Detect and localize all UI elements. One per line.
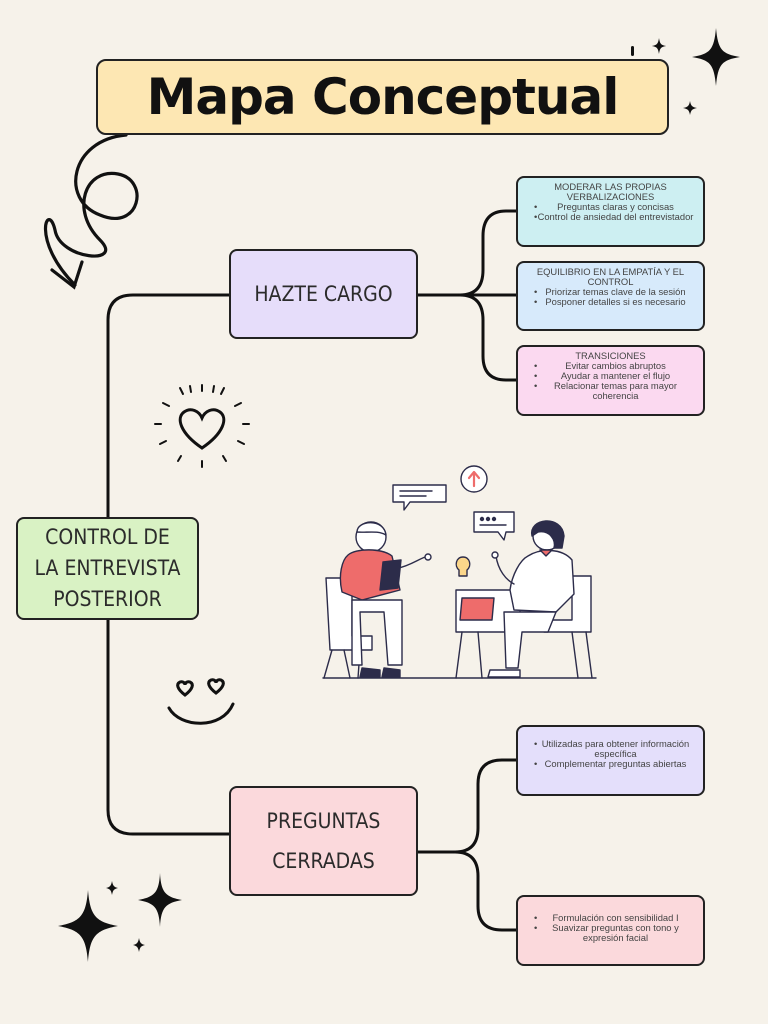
leaf-node[interactable]: TRANSICIONES Evitar cambios abruptos Ayu… [516, 345, 705, 416]
connector-leaf-1 [416, 209, 518, 297]
branch-node-hazte-cargo[interactable]: HAZTE CARGO [229, 249, 418, 339]
interview-illustration [322, 465, 597, 679]
list-item: Posponer detalles si es necesario [526, 297, 695, 308]
page-title: Mapa Conceptual [146, 68, 620, 126]
leaf-node[interactable]: Formulación con sensibilidad I Suavizar … [516, 895, 705, 966]
leaf-title: EQUILIBRIO EN LA EMPATÍA Y EL CONTROL [536, 266, 685, 287]
leaf-list: Formulación con sensibilidad I Suavizar … [526, 913, 695, 943]
branch-label: HAZTE CARGO [254, 282, 393, 306]
heart-icon [154, 384, 250, 468]
leaf-node[interactable]: MODERAR LAS PROPIAS VERBALIZACIONES Preg… [516, 176, 705, 247]
list-item: Priorizar temas clave de la sesión [526, 287, 695, 298]
leaf-list: Utilizadas para obtener información espe… [526, 739, 695, 770]
connector-leaf-5 [453, 850, 518, 932]
leaf-title: MODERAR LAS PROPIAS VERBALIZACIONES [554, 181, 667, 202]
list-item: Suavizar preguntas con tono y expresión … [526, 923, 695, 943]
list-item: Formulación con sensibilidad I [526, 913, 695, 924]
branch-node-preguntas-cerradas[interactable]: PREGUNTAS CERRADAS [229, 786, 418, 896]
leaf-list: Priorizar temas clave de la sesión Pospo… [526, 287, 695, 308]
leaf-list: Evitar cambios abruptos Ayudar a mantene… [526, 361, 695, 401]
list-item: Utilizadas para obtener información espe… [526, 739, 695, 759]
list-item: Evitar cambios abruptos [526, 361, 695, 372]
title-banner: Mapa Conceptual [96, 59, 669, 135]
list-item: Control de ansiedad del entrevistador [526, 212, 695, 223]
central-label: CONTROL DE LA ENTREVISTA POSTERIOR [34, 525, 181, 611]
curly-arrow-icon [43, 133, 139, 290]
leaf-node[interactable]: Utilizadas para obtener información espe… [516, 725, 705, 796]
list-item: Complementar preguntas abiertas [526, 759, 695, 770]
connector-central-hazte [106, 293, 231, 519]
connector-leaf-4 [416, 758, 518, 854]
list-item: Preguntas claras y concisas [526, 202, 695, 213]
smiley-icon [167, 678, 235, 725]
connector-leaf-3 [458, 293, 518, 382]
leaf-title: TRANSICIONES [575, 350, 646, 361]
connector-central-preguntas [106, 618, 231, 836]
list-item: Relacionar temas para mayor coherencia [526, 381, 695, 401]
central-node[interactable]: CONTROL DE LA ENTREVISTA POSTERIOR [16, 517, 199, 620]
branch-label: PREGUNTAS CERRADAS [266, 809, 381, 873]
leaf-list: Preguntas claras y concisas Control de a… [526, 202, 695, 223]
leaf-node[interactable]: EQUILIBRIO EN LA EMPATÍA Y EL CONTROL Pr… [516, 261, 705, 331]
list-item: Ayudar a mantener el flujo [526, 371, 695, 382]
sparkle-icon [631, 28, 740, 115]
sparkle-icon [58, 873, 182, 962]
